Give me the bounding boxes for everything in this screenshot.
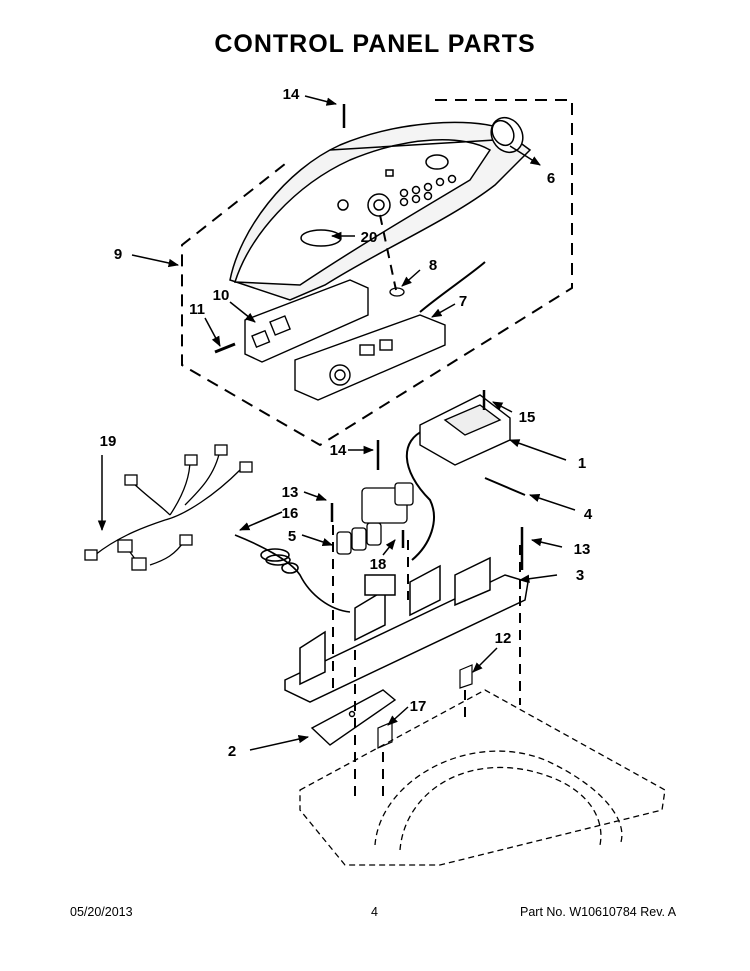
callout-labels: 14 6 9 20 8 10 11 7 15 1 14 19 13 16 5 1… bbox=[100, 86, 593, 760]
page-title: CONTROL PANEL PARTS bbox=[214, 30, 536, 58]
callout-1: 1 bbox=[578, 455, 586, 472]
washer-top-panel bbox=[299, 689, 666, 866]
console-boundary-dashed bbox=[181, 99, 573, 447]
screws bbox=[330, 104, 524, 570]
callout-13-right: 13 bbox=[574, 541, 591, 558]
bracket bbox=[244, 279, 369, 363]
callout-18: 18 bbox=[370, 556, 387, 573]
mounting-plate bbox=[310, 689, 397, 746]
washer-grommet bbox=[389, 287, 405, 297]
callout-17: 17 bbox=[410, 698, 427, 715]
console-housing bbox=[229, 121, 532, 301]
callout-12: 12 bbox=[495, 630, 512, 647]
callout-15: 15 bbox=[519, 409, 536, 426]
callout-16: 16 bbox=[282, 505, 299, 522]
water-valves bbox=[336, 482, 414, 555]
footer-page-number: 4 bbox=[371, 905, 378, 919]
callout-11: 11 bbox=[189, 301, 205, 318]
power-cable bbox=[234, 534, 351, 613]
console-base bbox=[284, 556, 529, 703]
callout-3: 3 bbox=[576, 567, 584, 584]
callout-2: 2 bbox=[228, 743, 236, 760]
clip-12 bbox=[459, 664, 473, 689]
callout-4: 4 bbox=[584, 506, 593, 523]
callout-7: 7 bbox=[459, 293, 467, 310]
electronic-box bbox=[419, 394, 511, 466]
power-cord bbox=[405, 429, 435, 561]
leader-arrows bbox=[97, 95, 576, 751]
rod bbox=[484, 477, 526, 496]
callout-6: 6 bbox=[547, 170, 555, 187]
wire-harness bbox=[84, 444, 253, 571]
callout-10: 10 bbox=[213, 287, 230, 304]
callout-8: 8 bbox=[429, 257, 437, 274]
alignment-lines bbox=[332, 214, 521, 800]
callout-14-mid: 14 bbox=[330, 442, 347, 459]
callout-13-left: 13 bbox=[282, 484, 299, 501]
callout-5: 5 bbox=[288, 528, 296, 545]
callout-19: 19 bbox=[100, 433, 117, 450]
control-board bbox=[294, 261, 486, 401]
footer-part-number: Part No. W10610784 Rev. A bbox=[520, 905, 677, 919]
footer-date: 05/20/2013 bbox=[70, 905, 133, 919]
knob bbox=[490, 116, 524, 154]
callout-14-top: 14 bbox=[283, 86, 300, 103]
screw-11 bbox=[214, 342, 236, 354]
clip-17 bbox=[377, 721, 393, 749]
callout-9: 9 bbox=[114, 246, 122, 263]
callout-20: 20 bbox=[361, 229, 378, 246]
